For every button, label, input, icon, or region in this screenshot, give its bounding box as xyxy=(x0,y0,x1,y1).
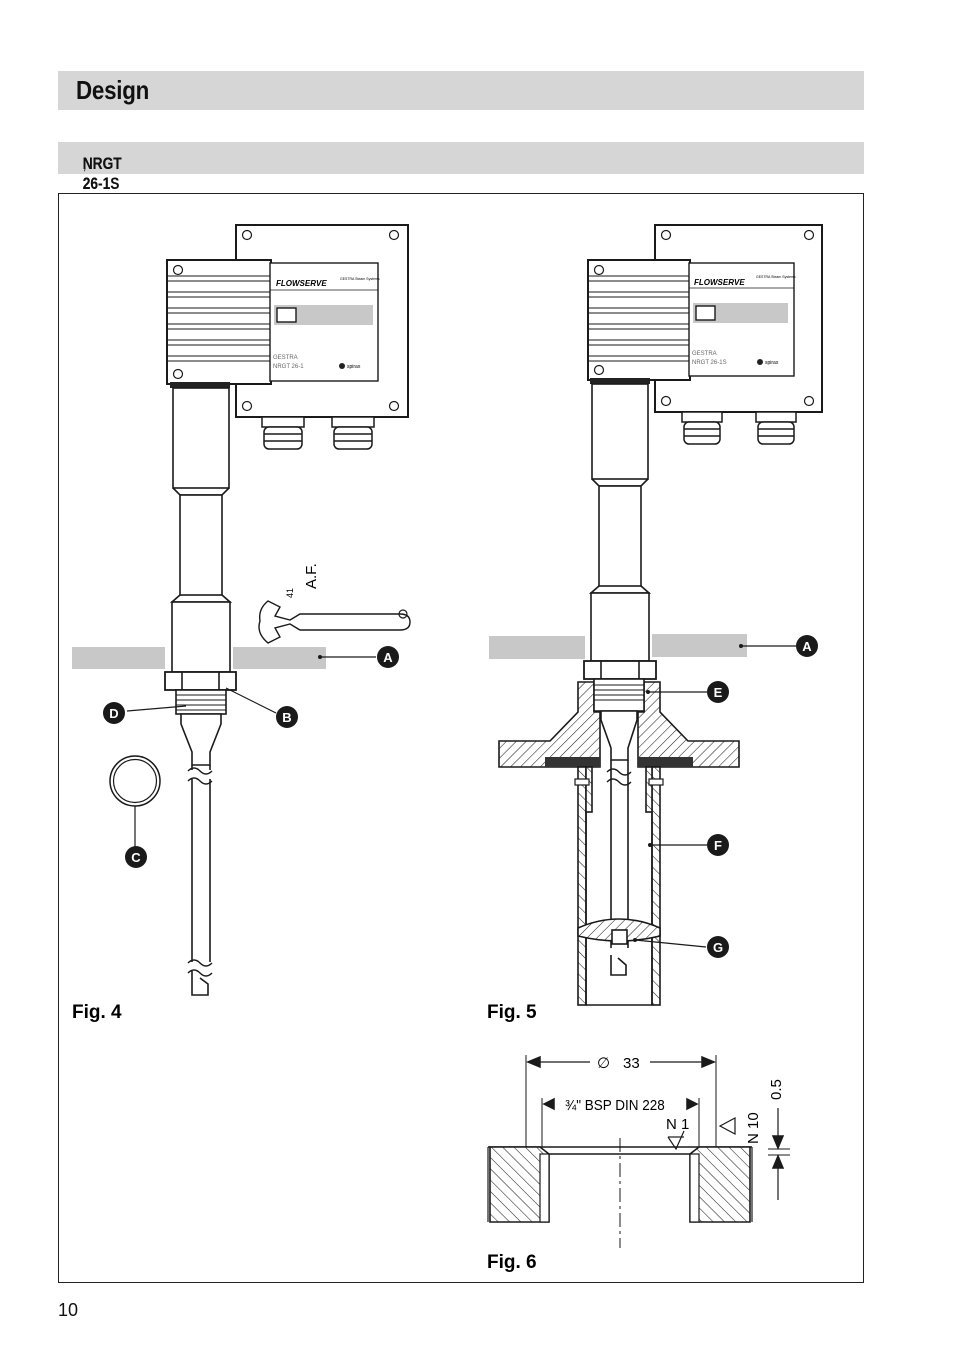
svg-text:A: A xyxy=(802,639,812,654)
svg-text:E: E xyxy=(714,685,723,700)
fig6-caption: Fig. 6 xyxy=(487,1252,537,1273)
subsection-title-bar: NRGT 26-1, NRGT 26-1S xyxy=(58,142,864,193)
fig5-water-level-right xyxy=(652,634,747,657)
fig5-leader-dot-f xyxy=(648,843,652,847)
fig4-panel-brand: FLOWSERVE xyxy=(276,279,327,288)
section-title-bar: Design xyxy=(58,71,864,110)
fig5-leader-dot-a xyxy=(739,644,743,648)
fig4-water-level-left xyxy=(72,647,165,669)
fig4-panel-small: GESTRA Steam Systems xyxy=(340,277,380,281)
callout-c: C xyxy=(125,846,147,868)
fig4-water-level-right xyxy=(233,647,326,669)
fig4-panel-badge: spirax xyxy=(347,364,361,370)
callout-g: G xyxy=(707,936,729,958)
svg-text:A: A xyxy=(383,650,393,665)
fig5-drawing xyxy=(498,224,823,1006)
fig5-panel-model: NRGT 26-1S xyxy=(692,360,727,366)
fig5-water-level-left xyxy=(489,636,585,659)
callout-a-fig4: A xyxy=(377,646,399,668)
fig5-caption: Fig. 5 xyxy=(487,1002,537,1023)
callout-b: B xyxy=(276,706,298,728)
page-number: 10 xyxy=(58,1300,79,1320)
svg-text:B: B xyxy=(282,710,291,725)
fig5-panel-brand: FLOWSERVE xyxy=(694,278,745,287)
fig4-spirax-logo-icon xyxy=(339,363,345,369)
callout-d: D xyxy=(103,702,125,724)
svg-text:F: F xyxy=(714,838,722,853)
svg-text:D: D xyxy=(109,706,118,721)
model-name-b: NRGT 26-1S xyxy=(82,154,122,193)
fig5-spirax-logo-icon xyxy=(757,359,763,365)
fig5-leader-dot-g xyxy=(633,938,637,942)
fig6-diameter-symbol: ∅ xyxy=(597,1055,610,1072)
fig4-panel-model: NRGT 26-1 xyxy=(273,364,304,370)
fig4-leader-dot-a xyxy=(318,655,322,659)
fig6-drawing xyxy=(487,1055,790,1248)
svg-text:G: G xyxy=(713,940,723,955)
model-name-a: NRGT 26-1 xyxy=(82,154,122,193)
fig6-thread-spec: ¾" BSP DIN 228 xyxy=(565,1097,665,1114)
fig6-surface-n10: N 10 xyxy=(745,1112,762,1144)
svg-text:C: C xyxy=(131,850,141,865)
fig5-panel-badge: spirax xyxy=(765,360,779,366)
callout-e: E xyxy=(707,681,729,703)
fig5-panel-small: GESTRA Steam Systems xyxy=(756,275,796,279)
callout-f: F xyxy=(707,834,729,856)
fig6-diameter-value: 33 xyxy=(623,1055,640,1072)
fig6-surface-n1: N 1 xyxy=(666,1116,689,1133)
fig4-panel-maker: GESTRA xyxy=(273,355,298,361)
fig4-drawing xyxy=(109,224,411,996)
model-separator: , xyxy=(82,154,87,173)
fig4-wrench-size: 41 xyxy=(285,588,295,598)
callout-a-fig5: A xyxy=(796,635,818,657)
fig5-panel-maker: GESTRA xyxy=(692,351,717,357)
section-title: Design xyxy=(76,75,150,105)
figure-frame xyxy=(58,193,864,1283)
fig5-leader-dot-e xyxy=(646,690,650,694)
fig4-wrench-label: A.F. xyxy=(303,563,320,589)
fig4-caption: Fig. 4 xyxy=(72,1002,122,1023)
fig6-offset-value: 0.5 xyxy=(768,1079,785,1100)
